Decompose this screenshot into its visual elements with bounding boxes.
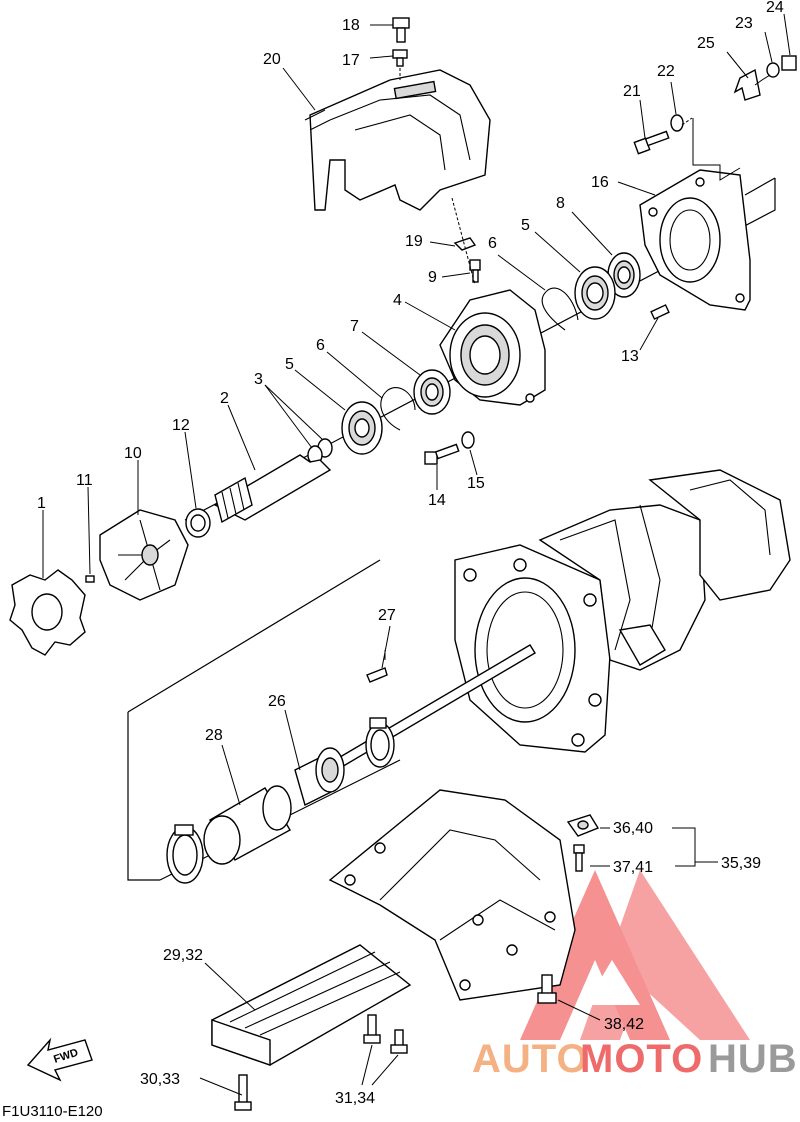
callout-14: 14 bbox=[428, 492, 446, 509]
hose-clamp-upper bbox=[365, 717, 395, 768]
screw-27 bbox=[366, 650, 388, 683]
callout-27: 27 bbox=[378, 607, 396, 624]
callout-25: 25 bbox=[697, 35, 715, 52]
bolt-14 bbox=[424, 443, 460, 465]
bolt-31-34-b bbox=[390, 1029, 408, 1054]
assembly-frame-lines bbox=[127, 177, 776, 881]
part-cover-20 bbox=[304, 69, 491, 211]
callout-13: 13 bbox=[621, 348, 639, 365]
washer-15 bbox=[461, 431, 475, 449]
callout-10: 10 bbox=[124, 445, 142, 462]
watermark-auto: AUTO bbox=[472, 1037, 589, 1081]
callout-4: 4 bbox=[393, 292, 402, 309]
bolt-38-42 bbox=[537, 974, 557, 1004]
callout-24: 24 bbox=[766, 0, 784, 16]
intake-grate-29-32 bbox=[211, 944, 412, 1066]
bolt-30-33 bbox=[234, 1074, 252, 1111]
callout-37-41: 37,41 bbox=[613, 859, 653, 876]
callout-7: 7 bbox=[350, 318, 359, 335]
bearing-5-lower bbox=[341, 401, 383, 455]
part-shaft-2 bbox=[213, 454, 332, 524]
callout-1: 1 bbox=[37, 495, 46, 512]
watermark-moto: MOTO bbox=[580, 1037, 703, 1081]
watermark-logo-mark bbox=[520, 870, 750, 1040]
callout-6-upper: 6 bbox=[488, 235, 497, 252]
callout-28: 28 bbox=[205, 727, 223, 744]
callout-2: 2 bbox=[220, 390, 229, 407]
callout-labels: 1 11 10 12 2 3 5 6 7 4 19 9 6 5 8 16 13 … bbox=[37, 0, 784, 1107]
diagram-code: F1U3110-E120 bbox=[2, 1103, 103, 1120]
watermark-text: AUTO MOTO HUB bbox=[472, 1037, 798, 1081]
part-bearing-housing-4 bbox=[439, 289, 546, 406]
callout-19: 19 bbox=[405, 233, 423, 250]
pump-housing bbox=[454, 469, 791, 753]
hose-clamp-lower bbox=[166, 824, 204, 884]
callout-5-upper: 5 bbox=[521, 217, 530, 234]
bolt-21 bbox=[633, 130, 670, 155]
callout-30-33: 30,33 bbox=[140, 1071, 180, 1088]
part-housing-16 bbox=[639, 169, 751, 311]
impeller-10 bbox=[99, 509, 189, 601]
bracket-25 bbox=[733, 68, 761, 101]
callout-16: 16 bbox=[591, 174, 609, 191]
intake-plate bbox=[328, 789, 576, 1001]
callout-29-32: 29,32 bbox=[163, 947, 203, 964]
callout-17: 17 bbox=[342, 52, 360, 69]
callout-6-lower: 6 bbox=[316, 337, 325, 354]
circlip-6-upper bbox=[541, 287, 579, 331]
callout-23: 23 bbox=[735, 15, 753, 32]
callout-15: 15 bbox=[467, 475, 485, 492]
pin-13 bbox=[650, 304, 670, 320]
nut-36-40 bbox=[566, 814, 600, 837]
leader-lines bbox=[42, 13, 791, 1096]
nut-24 bbox=[781, 55, 797, 71]
hose-28 bbox=[203, 785, 292, 865]
screw-37-41 bbox=[573, 844, 585, 872]
callout-36-40: 36,40 bbox=[613, 820, 653, 837]
callout-11: 11 bbox=[76, 472, 93, 489]
seal-26 bbox=[294, 747, 345, 807]
callout-18: 18 bbox=[342, 17, 360, 34]
callout-35-39: 35,39 bbox=[721, 855, 761, 872]
callout-26: 26 bbox=[268, 693, 286, 710]
seal-7 bbox=[413, 369, 451, 415]
bolt-18 bbox=[392, 17, 410, 43]
bearing-8 bbox=[607, 252, 641, 298]
circlip-6-lower bbox=[380, 387, 416, 431]
callout-3: 3 bbox=[254, 371, 263, 388]
callout-9: 9 bbox=[428, 269, 437, 286]
fwd-arrow-icon: FWD bbox=[26, 1037, 93, 1082]
ring-12 bbox=[185, 508, 211, 538]
callout-31-34: 31,34 bbox=[335, 1090, 375, 1107]
watermark-hub: HUB bbox=[708, 1037, 798, 1081]
pin-11 bbox=[85, 575, 95, 583]
callout-38-42: 38,42 bbox=[604, 1016, 644, 1033]
washer-23 bbox=[766, 62, 780, 78]
callout-21: 21 bbox=[623, 83, 641, 100]
callout-5-lower: 5 bbox=[285, 356, 294, 373]
callout-20: 20 bbox=[263, 51, 281, 68]
coupler-1 bbox=[9, 569, 86, 656]
callout-12: 12 bbox=[172, 417, 190, 434]
bearing-5-upper bbox=[574, 266, 616, 320]
bolt-31-34-a bbox=[363, 1014, 381, 1044]
callout-22: 22 bbox=[657, 63, 675, 80]
clip-19 bbox=[453, 237, 477, 251]
callout-8: 8 bbox=[556, 195, 565, 212]
washer-22 bbox=[670, 114, 684, 132]
collar-17 bbox=[392, 49, 408, 67]
